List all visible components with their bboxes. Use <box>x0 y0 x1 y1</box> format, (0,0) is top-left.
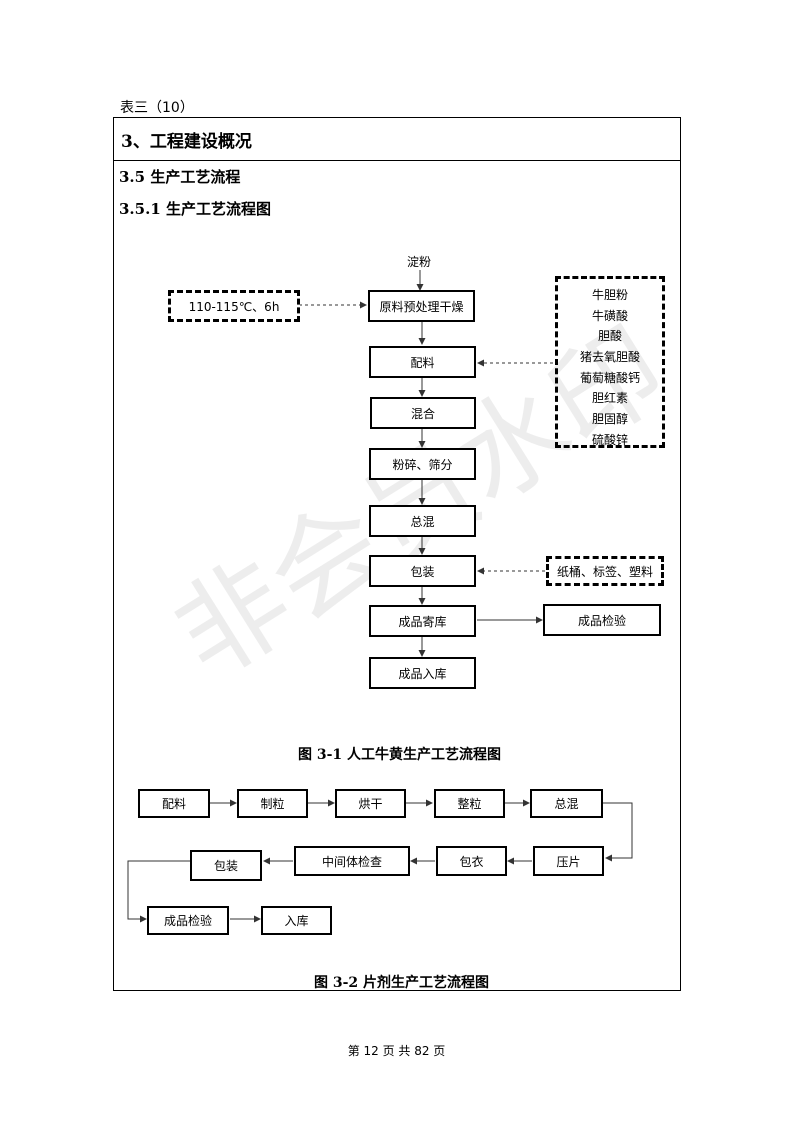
figure1-caption: 图 3-1 人工牛黄生产工艺流程图 <box>298 747 502 763</box>
page-number: 第 12 页 共 82 页 <box>347 1044 446 1058</box>
input-starch: 淀粉 <box>407 255 432 269</box>
ingredient-item: 胆酸 <box>597 329 622 344</box>
ingredient-item: 牛胆粉 <box>591 288 628 302</box>
table-label: 表三（10） <box>120 100 194 116</box>
tablet-step-intermediate-check: 中间体检查 <box>294 846 410 876</box>
step-batching: 配料 <box>369 346 476 378</box>
subsubsection-title: 3.5.1 生产工艺流程图 <box>119 200 271 218</box>
ingredient-item: 牛磺酸 <box>591 308 628 323</box>
ingredient-item: 胆红素 <box>591 391 628 406</box>
tablet-step-sizing: 整粒 <box>434 789 505 818</box>
step-packing: 包装 <box>369 555 476 587</box>
content-frame <box>113 117 681 991</box>
ingredient-item: 硫酸锌 <box>591 432 628 447</box>
step-inspection: 成品检验 <box>543 604 661 636</box>
section-title: 3、工程建设概况 <box>121 132 252 152</box>
packaging-materials-box: 纸桶、标签、塑料 <box>546 556 664 586</box>
tablet-step-compression: 压片 <box>533 846 604 876</box>
tablet-step-packing: 包装 <box>190 850 262 881</box>
figure2-caption: 图 3-2 片剂生产工艺流程图 <box>314 975 490 991</box>
step-product-storage: 成品寄库 <box>369 605 476 637</box>
step-warehousing: 成品入库 <box>369 657 476 689</box>
tablet-step-total-mixing: 总混 <box>530 789 603 818</box>
ingredient-item: 猪去氧胆酸 <box>579 350 640 365</box>
subsection-title: 3.5 生产工艺流程 <box>119 168 241 186</box>
step-total-mixing: 总混 <box>369 505 476 537</box>
tablet-step-coating: 包衣 <box>436 846 507 876</box>
tablet-step-warehousing: 入库 <box>261 906 332 935</box>
condition-box: 110-115℃、6h <box>168 290 300 322</box>
step-crushing-sieving: 粉碎、筛分 <box>369 448 476 480</box>
ingredients-list: 牛胆粉 牛磺酸 胆酸 猪去氧胆酸 葡萄糖酸钙 胆红素 胆固醇 硫酸锌 <box>555 276 665 448</box>
step-pretreatment-drying: 原料预处理干燥 <box>368 290 475 322</box>
tablet-step-drying: 烘干 <box>335 789 406 818</box>
tablet-step-granulating: 制粒 <box>237 789 308 818</box>
ingredient-item: 胆固醇 <box>591 412 628 427</box>
ingredient-item: 葡萄糖酸钙 <box>579 370 640 385</box>
tablet-step-inspection: 成品检验 <box>147 906 229 935</box>
tablet-step-batching: 配料 <box>138 789 210 818</box>
frame-divider <box>113 160 681 161</box>
step-mixing: 混合 <box>370 397 476 429</box>
